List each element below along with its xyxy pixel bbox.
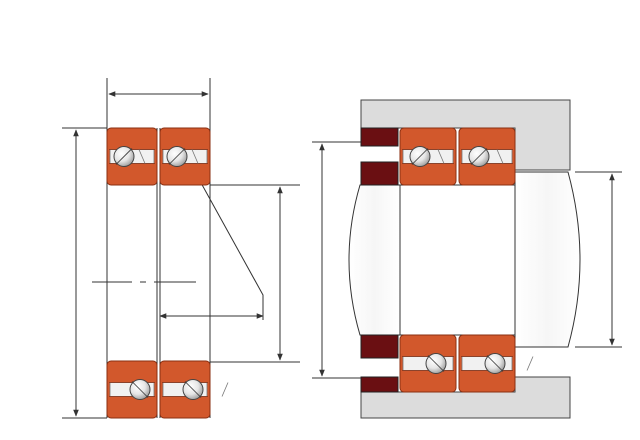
contact-angle-line <box>486 355 504 372</box>
left-top-bearing-a <box>106 127 158 186</box>
bore-diameter-dimension <box>210 184 300 363</box>
outer-spacer-top <box>360 127 399 147</box>
outer-spacer-bottom <box>360 376 399 393</box>
inner-spacer-bottom <box>360 334 399 359</box>
contact-angle-line <box>184 381 202 398</box>
right-top-bearing-a <box>399 127 457 186</box>
shaft-diameter-dimension <box>312 141 361 379</box>
spacers <box>360 127 399 393</box>
contact-angle-line <box>115 148 133 165</box>
inner-spacer-top <box>360 161 399 186</box>
left-bottom-row <box>106 360 229 419</box>
left-bottom-bearing-b <box>159 360 229 419</box>
right-bottom-bearing-b <box>458 334 534 393</box>
contact-angle-line <box>427 355 445 372</box>
outer-diameter-dimension <box>62 127 107 419</box>
right-view <box>312 99 622 419</box>
right-top-bearing-b <box>458 127 516 186</box>
right-top-row <box>399 127 516 186</box>
shaft <box>348 171 581 348</box>
contact-angle-line <box>131 381 149 398</box>
housing-bore-dimension <box>575 171 622 348</box>
contact-line-dimension <box>159 171 264 320</box>
left-view <box>62 78 300 419</box>
left-bottom-bearing-a <box>106 360 176 419</box>
contact-angle-line <box>168 148 186 165</box>
left-top-bearing-b <box>159 127 211 186</box>
right-bottom-bearing-a <box>399 334 475 393</box>
contact-angle-line <box>470 148 488 165</box>
left-top-row <box>106 127 211 186</box>
width-dimension <box>106 78 211 128</box>
contact-angle-line <box>411 148 429 165</box>
right-bottom-row <box>399 334 534 393</box>
